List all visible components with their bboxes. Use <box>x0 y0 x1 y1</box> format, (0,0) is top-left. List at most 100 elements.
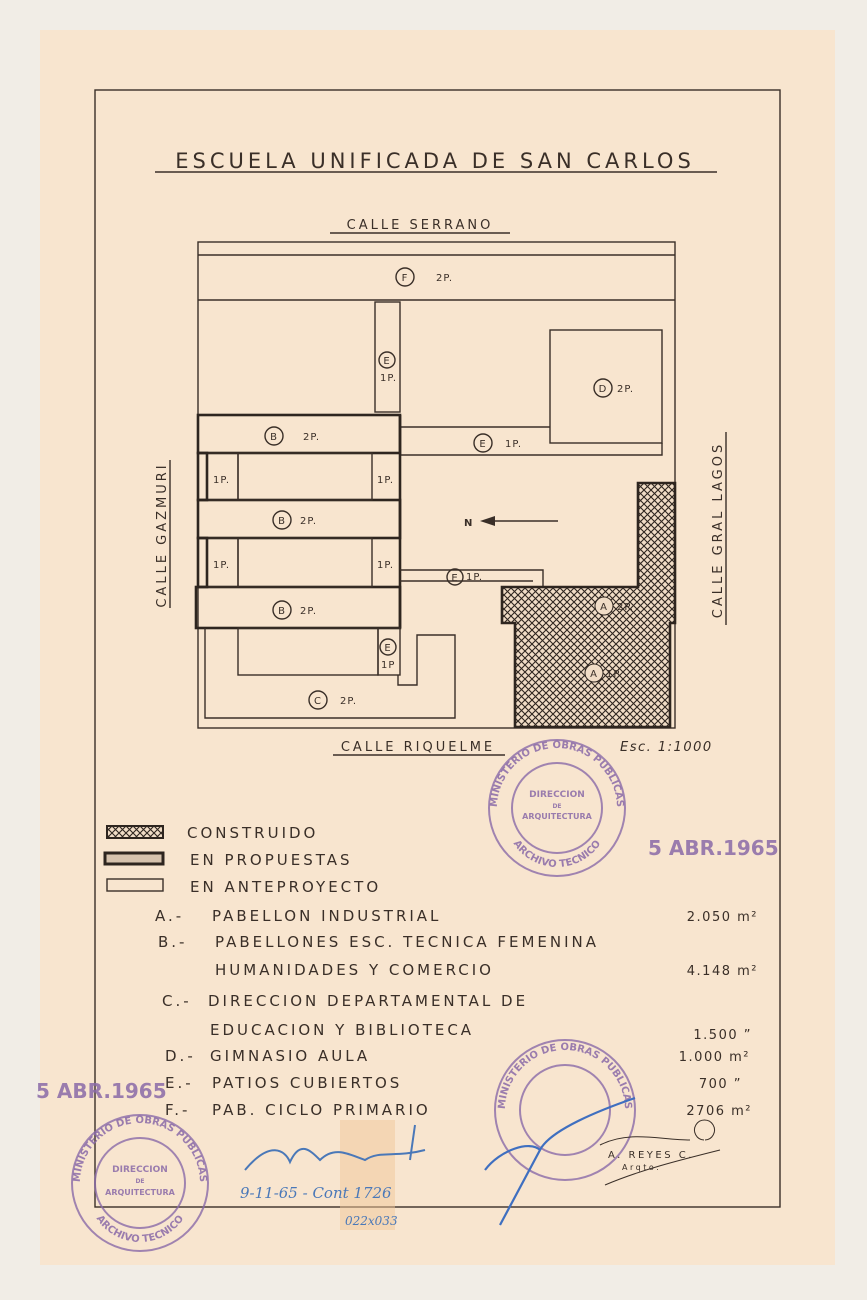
label-e: E <box>384 643 391 654</box>
building-area: 700 ” <box>699 1077 742 1092</box>
building-key: C.- <box>162 992 192 1010</box>
label-floors: 1P. <box>466 572 483 583</box>
label-f: F <box>402 273 409 284</box>
building-e-vertical <box>374 301 401 413</box>
bay-sliver <box>196 536 209 589</box>
tape-mark <box>340 1120 395 1230</box>
building-key: F.- <box>165 1101 190 1119</box>
label-e: E <box>383 356 390 367</box>
svg-text:ARQUITECTURA: ARQUITECTURA <box>522 812 593 821</box>
label-a: A <box>590 669 598 680</box>
label-circle <box>272 510 292 530</box>
building-area: 4.148 m² <box>687 964 758 979</box>
label-floors: 2P. <box>617 602 634 613</box>
label-circle <box>446 568 464 586</box>
label-circle <box>584 663 604 683</box>
building-d <box>549 329 663 444</box>
bay <box>237 452 373 501</box>
scale-label: Esc. 1:1000 <box>620 740 713 755</box>
label-circle <box>395 267 415 287</box>
building-area: 2.050 m² <box>687 910 758 925</box>
building-name: PATIOS CUBIERTOS <box>212 1074 402 1092</box>
label-floors: 1P. <box>377 475 394 486</box>
label-floors: 2P. <box>303 432 320 443</box>
label-floors: 2P. <box>436 273 453 284</box>
label-circle <box>593 378 613 398</box>
legend-built: CONSTRUIDO <box>187 824 318 842</box>
label-c: C <box>314 696 322 707</box>
label-circle <box>264 426 284 446</box>
label-b: B <box>278 516 286 527</box>
svg-text:DIRECCION: DIRECCION <box>529 790 585 800</box>
label-a: A <box>600 602 608 613</box>
building-c <box>204 628 456 719</box>
signature <box>599 1119 721 1186</box>
street-gazmuri: CALLE GAZMURI <box>155 462 170 607</box>
building-e-right <box>400 443 663 456</box>
building-name: PAB. CICLO PRIMARIO <box>212 1101 431 1119</box>
label-floors: 1P <box>381 660 395 671</box>
bay <box>237 537 373 588</box>
label-floors: 2P. <box>300 606 317 617</box>
label-circle <box>594 596 614 616</box>
building-name: EDUCACION Y BIBLIOTECA <box>210 1021 474 1039</box>
page-title: ESCUELA UNIFICADA DE SAN CARLOS <box>175 149 695 173</box>
building-key: A.- <box>155 907 184 925</box>
building-name: PABELLON INDUSTRIAL <box>212 907 441 925</box>
north-label: N <box>464 518 473 529</box>
label-circle <box>272 600 292 620</box>
site-plan: F 2P. E 1P. D 2P. B 2P. E 1P. 1P. 1P. 1P… <box>194 241 677 729</box>
building-area: 1.000 m² <box>679 1050 750 1065</box>
drawing-border <box>94 89 781 1208</box>
building-key: B.- <box>158 933 187 951</box>
label-floors: 1P. <box>213 560 230 571</box>
handwritten-date: 9-11-65 - Cont 1726 <box>240 1184 392 1202</box>
label-circle <box>473 433 493 453</box>
label-floors: 2P. <box>340 696 357 707</box>
building-a-built <box>500 481 677 729</box>
label-circle <box>308 690 328 710</box>
label-floors: 1P. <box>380 373 397 384</box>
building-list: A.- PABELLON INDUSTRIAL 2.050 m² B.- PAB… <box>155 907 758 1119</box>
label-circle <box>379 638 397 656</box>
svg-text:DE: DE <box>135 1178 144 1185</box>
label-e: E <box>479 439 486 450</box>
building-name: GIMNASIO AULA <box>210 1047 370 1065</box>
legend-swatch-proposed <box>103 851 165 866</box>
label-d: D <box>599 384 608 395</box>
building-area: 1.500 ” <box>693 1028 752 1043</box>
architect-name: A. REYES C. <box>608 1150 694 1161</box>
street-serrano: CALLE SERRANO <box>347 218 494 233</box>
legend-swatch-draft <box>106 878 164 892</box>
building-name: HUMANIDADES Y COMERCIO <box>215 961 494 979</box>
building-name: PABELLONES ESC. TECNICA FEMENINA <box>215 933 599 951</box>
legend-draft: EN ANTEPROYECTO <box>190 878 381 896</box>
paper <box>40 30 835 1265</box>
sheet-size: 022x033 <box>345 1214 398 1228</box>
building-area: 2706 m² <box>686 1104 752 1119</box>
svg-text:DE: DE <box>552 803 561 810</box>
signature <box>244 1124 426 1171</box>
label-floors: 1P. <box>213 475 230 486</box>
label-floors: 1P. <box>505 439 522 450</box>
signature <box>484 1096 636 1226</box>
label-floors: 2P. <box>300 516 317 527</box>
label-circle <box>378 351 396 369</box>
svg-text:ARQUITECTURA: ARQUITECTURA <box>105 1188 176 1197</box>
label-b: B <box>278 606 286 617</box>
bay-sliver <box>196 451 209 502</box>
building-name: DIRECCION DEPARTAMENTAL DE <box>208 992 528 1010</box>
building-key: E.- <box>165 1074 194 1092</box>
label-floors: 1P. <box>606 669 623 680</box>
date-stamp: 5 ABR.1965 <box>648 836 779 860</box>
label-floors: 1P. <box>377 560 394 571</box>
north-arrow-icon <box>480 516 558 526</box>
street-gral-lagos: CALLE GRAL LAGOS <box>711 442 726 618</box>
svg-text:DIRECCION: DIRECCION <box>112 1165 168 1175</box>
legend-swatch-built <box>106 825 164 839</box>
street-riquelme: CALLE RIQUELME <box>341 740 495 755</box>
building-key: D.- <box>165 1047 196 1065</box>
building-e-lower <box>400 569 544 587</box>
legend: CONSTRUIDO EN PROPUESTAS EN ANTEPROYECTO <box>103 824 381 896</box>
